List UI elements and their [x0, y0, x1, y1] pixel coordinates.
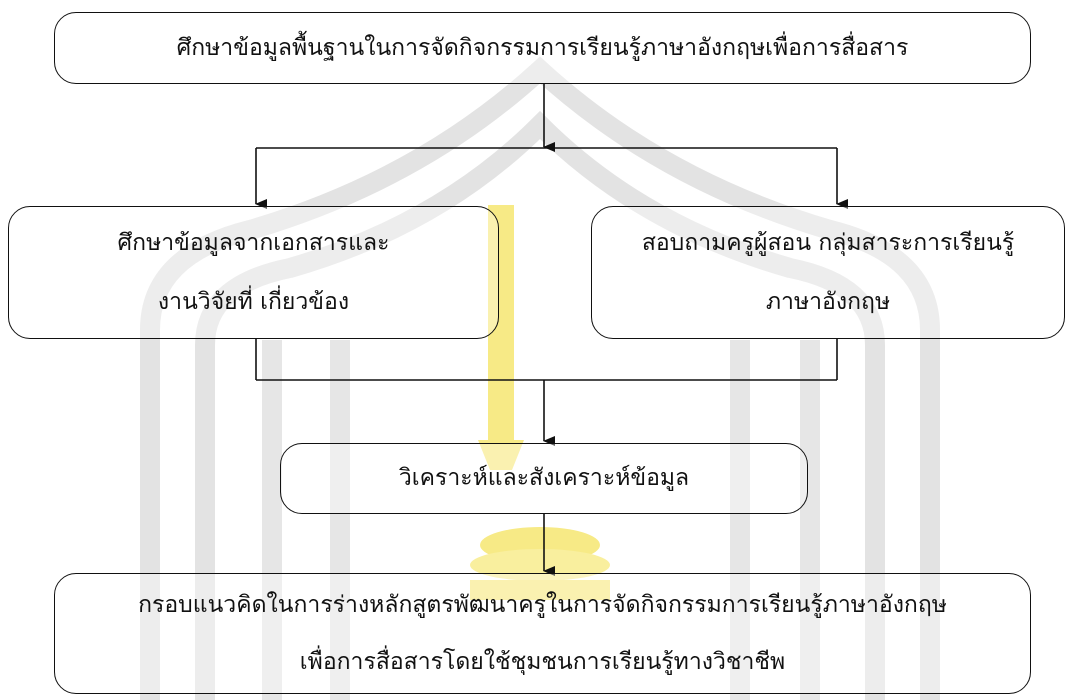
step-study-documents-box: ศึกษาข้อมูลจากเอกสารและ งานวิจัยที่ เกี่… — [8, 206, 499, 339]
step-survey-teachers-line2: ภาษาอังกฤษ — [765, 288, 891, 315]
step-study-documents-line2: งานวิจัยที่ เกี่ยวข้อง — [157, 288, 350, 315]
step-survey-teachers-line1: สอบถามครูผู้สอน กลุ่มสาระการเรียนรู้ — [641, 229, 1015, 256]
step-study-basic-info-box: ศึกษาข้อมูลพื้นฐานในการจัดกิจกรรมการเรีย… — [54, 12, 1031, 84]
watermark-arch — [140, 56, 940, 700]
step-study-documents-line1: ศึกษาข้อมูลจากเอกสารและ — [117, 229, 390, 256]
step-analyze-synthesize-text: วิเคราะห์และสังเคราะห์ข้อมูล — [398, 465, 690, 491]
step-framework-line2: เพื่อการสื่อสารโดยใช้ชุมชนการเรียนรู้ทาง… — [299, 648, 786, 675]
step-analyze-synthesize-box: วิเคราะห์และสังเคราะห์ข้อมูล — [280, 443, 808, 514]
watermark-pillars — [262, 340, 820, 700]
step-study-basic-info-text: ศึกษาข้อมูลพื้นฐานในการจัดกิจกรรมการเรีย… — [176, 34, 909, 61]
step-survey-teachers-box: สอบถามครูผู้สอน กลุ่มสาระการเรียนรู้ ภาษ… — [591, 206, 1065, 339]
step-framework-line1: กรอบแนวคิดในการร่างหลักสูตรพัฒนาครูในการ… — [138, 591, 947, 618]
step-framework-box: กรอบแนวคิดในการร่างหลักสูตรพัฒนาครูในการ… — [54, 573, 1031, 694]
